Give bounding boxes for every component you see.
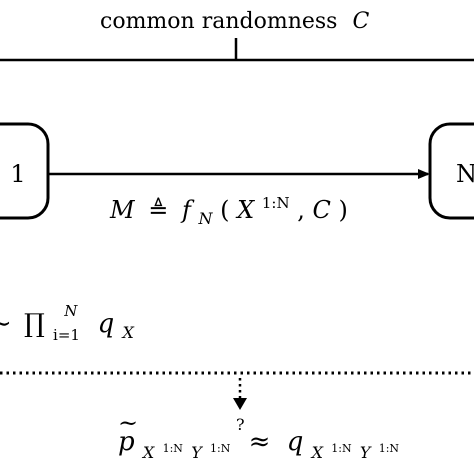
- source-distribution: ∼ ∏ i=1 N q X: [0, 293, 135, 347]
- node-1-box: [0, 122, 50, 220]
- target-question-mark: ?: [236, 415, 245, 434]
- target-relation: p X 1:N Y 1:N ≈ q X 1:N Y 1:N: [118, 427, 399, 465]
- common-randomness-label: common randomness C: [100, 9, 369, 34]
- node-n-box: [428, 122, 474, 220]
- target-p-tilde: ~: [118, 409, 138, 437]
- node-1-label: 1: [10, 160, 25, 188]
- message-label: M ≜ f N ( X 1:N , C ): [109, 186, 348, 230]
- node-n-label: N: [456, 160, 474, 188]
- dotted-down-arrowhead: [233, 398, 247, 410]
